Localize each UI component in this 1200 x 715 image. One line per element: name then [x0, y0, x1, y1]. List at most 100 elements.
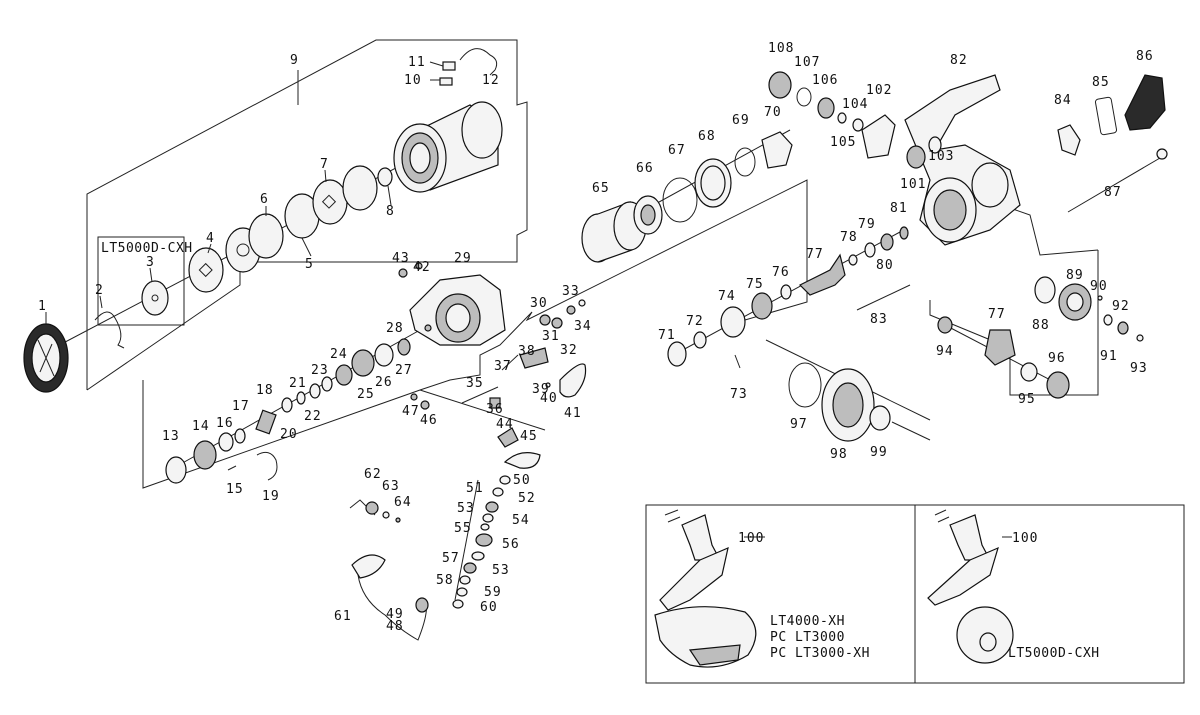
part-number-11: 11	[408, 55, 426, 70]
part-number-73: 73	[730, 387, 748, 402]
handle-options-box	[645, 504, 1185, 684]
part-number-84: 84	[1054, 93, 1072, 108]
drag-washer-part	[188, 247, 224, 293]
leader-lines	[45, 169, 1012, 538]
pinion-part	[667, 341, 687, 367]
part-number-62: 62	[364, 467, 382, 482]
rotor-brake-part	[861, 114, 896, 159]
part-number-13: 13	[162, 429, 180, 444]
part-number-54: 54	[512, 513, 530, 528]
part-number-labels: 1234567891011121314151617181920212223242…	[38, 41, 1154, 634]
part-number-77a: 77	[806, 247, 824, 262]
part-number-42: 42	[413, 260, 431, 275]
part-number-35: 35	[466, 376, 484, 391]
handle-part-b	[927, 509, 1014, 664]
part-number-66: 66	[636, 161, 654, 176]
part-number-36: 36	[486, 402, 504, 417]
body-parts-group	[142, 179, 808, 641]
part-number-50: 50	[513, 473, 531, 488]
part-number-53b: 53	[492, 563, 510, 578]
bearing-part	[817, 97, 835, 119]
part-number-41: 41	[564, 406, 582, 421]
part-number-14: 14	[192, 419, 210, 434]
part-number-28: 28	[386, 321, 404, 336]
washer-part	[321, 376, 333, 392]
bearing-part	[751, 292, 773, 320]
part-number-94: 94	[936, 344, 954, 359]
part-number-96: 96	[1048, 351, 1066, 366]
part-number-39: 39	[532, 382, 550, 397]
spring-clip-part	[256, 451, 278, 481]
washer-part	[693, 331, 707, 349]
part-number-100b: 100	[1012, 531, 1038, 546]
o-ring-part	[734, 147, 756, 177]
part-number-26: 26	[375, 375, 393, 390]
part-number-12: 12	[482, 73, 500, 88]
handle-model-label-1: LT4000-XH	[770, 614, 845, 629]
part-number-86: 86	[1136, 49, 1154, 64]
part-number-23: 23	[311, 363, 329, 378]
anti-reverse-part	[255, 409, 277, 435]
part-number-34: 34	[574, 319, 592, 334]
part-number-9: 9	[290, 53, 299, 68]
part-number-88: 88	[1032, 318, 1050, 333]
part-number-63: 63	[382, 479, 400, 494]
part-number-8: 8	[386, 204, 395, 219]
part-number-25: 25	[357, 387, 375, 402]
line-clip-part	[439, 77, 453, 86]
washer-part	[234, 428, 246, 444]
part-number-104: 104	[842, 97, 868, 112]
washer-part	[780, 284, 792, 300]
reel-body-part	[409, 274, 506, 346]
spool-part	[393, 101, 503, 193]
part-number-10: 10	[404, 73, 422, 88]
o-ring-part	[788, 362, 822, 408]
part-number-74: 74	[718, 289, 736, 304]
part-number-5: 5	[305, 257, 314, 272]
cap-ring-part	[165, 456, 187, 484]
part-number-106: 106	[812, 73, 838, 88]
part-number-72: 72	[686, 314, 704, 329]
bearing-part	[906, 145, 926, 169]
spool-assembly-group	[23, 39, 528, 393]
bail-wire-part	[357, 574, 427, 641]
part-number-47: 47	[402, 404, 420, 419]
part-number-101: 101	[900, 177, 926, 192]
part-number-44: 44	[496, 417, 514, 432]
bearing-part	[335, 364, 353, 386]
part-number-93: 93	[1130, 361, 1148, 376]
drag-washer-part	[312, 179, 348, 225]
washer-part	[1034, 276, 1056, 304]
part-number-100a: 100	[738, 531, 764, 546]
spring-clip-part	[94, 311, 125, 349]
drag-washer-tabbed-part	[248, 213, 284, 259]
drag-washer-part	[342, 165, 378, 211]
part-number-76: 76	[772, 265, 790, 280]
part-number-24: 24	[330, 347, 348, 362]
part-number-83: 83	[870, 312, 888, 327]
washer-part	[309, 383, 321, 399]
pinion-gear-part	[798, 253, 846, 296]
part-number-15: 15	[226, 482, 244, 497]
part-number-82: 82	[950, 53, 968, 68]
part-number-56: 56	[502, 537, 520, 552]
handle-model-label-right: LT5000D-CXH	[1008, 646, 1100, 661]
part-number-21: 21	[289, 376, 307, 391]
part-number-103: 103	[928, 149, 954, 164]
part-number-78: 78	[840, 230, 858, 245]
part-number-92: 92	[1112, 299, 1130, 314]
part-number-105: 105	[830, 135, 856, 150]
part-number-89: 89	[1066, 268, 1084, 283]
part-number-37: 37	[494, 359, 512, 374]
part-number-2: 2	[95, 283, 104, 298]
part-number-49: 49	[386, 607, 404, 622]
part-number-69: 69	[732, 113, 750, 128]
spool-model-label: LT5000D-CXH	[101, 241, 193, 256]
spool-spring-part	[459, 48, 498, 71]
part-number-70: 70	[764, 105, 782, 120]
part-number-17: 17	[232, 399, 250, 414]
pinion-bush-part	[193, 440, 217, 470]
handle-part-a	[654, 509, 757, 668]
part-number-55: 55	[454, 521, 472, 536]
